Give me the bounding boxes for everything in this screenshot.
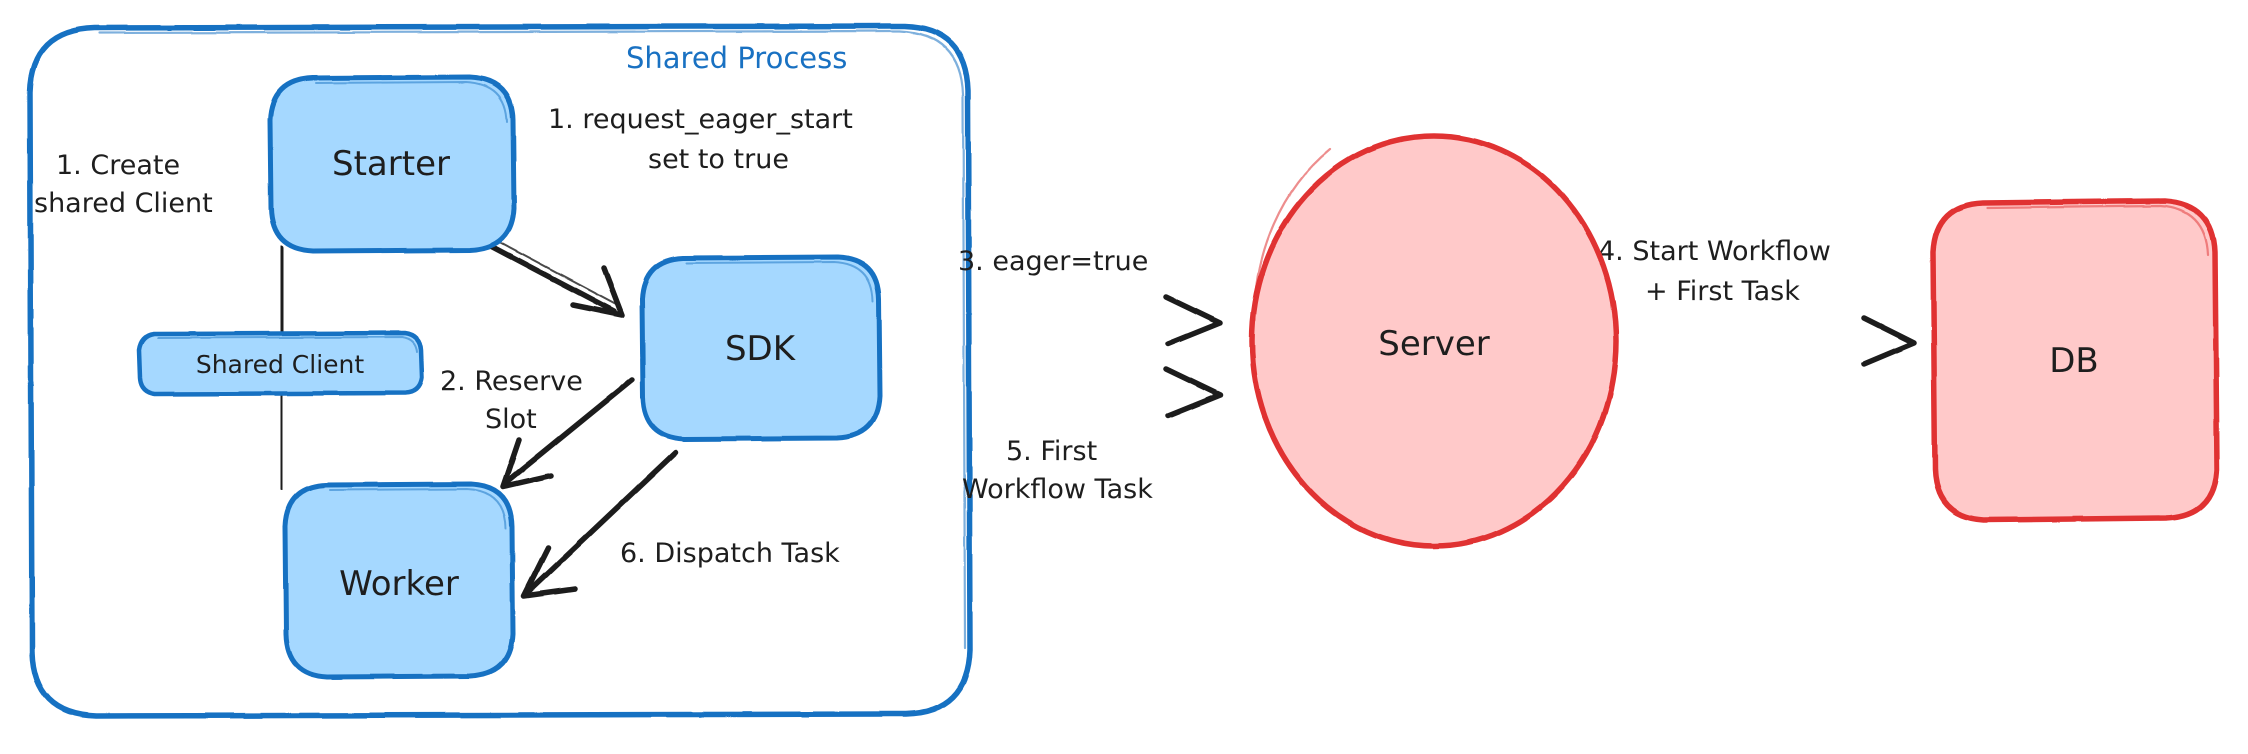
node-server[interactable]: Server bbox=[1249, 133, 1619, 549]
node-shape bbox=[1249, 133, 1619, 549]
node-label-db: DB bbox=[2049, 341, 2099, 381]
node-shared-client[interactable]: Shared Client bbox=[136, 330, 425, 397]
arrowhead-icon bbox=[1861, 315, 1917, 367]
node-worker[interactable]: Worker bbox=[282, 481, 516, 680]
node-shape bbox=[267, 74, 517, 254]
node-starter[interactable]: Starter bbox=[267, 74, 517, 254]
edge-label-create-line1: 1. Create bbox=[56, 150, 180, 181]
edge-dispatch-task: 6. Dispatch Task bbox=[521, 449, 840, 599]
group-label-shared-process: Shared Process bbox=[626, 41, 847, 75]
edge-label-eager-start-line2: set to true bbox=[648, 144, 789, 175]
node-shape bbox=[136, 330, 425, 397]
edge-create-shared-client: 1. Create shared Client bbox=[34, 150, 286, 341]
node-shape-sketch bbox=[315, 80, 508, 123]
edge-label-first-task-line1: 5. First bbox=[1006, 436, 1097, 467]
arrowhead-icon bbox=[570, 265, 625, 318]
edge-line bbox=[527, 449, 679, 593]
arrowhead-icon bbox=[500, 437, 554, 490]
edge-label-reserve-slot-line2: Slot bbox=[485, 404, 537, 435]
edge-label-dispatch-task: 6. Dispatch Task bbox=[620, 538, 840, 569]
edge-start-workflow: 4. Start Workflow + First Task bbox=[1598, 236, 1917, 367]
edge-label-eager-true: 3. eager=true bbox=[958, 246, 1148, 277]
group-shared-process: Shared Process bbox=[27, 23, 973, 719]
node-sdk[interactable]: SDK bbox=[639, 254, 883, 442]
edge-shared-client-worker bbox=[278, 389, 285, 491]
edge-label-eager-start-line1: 1. request_eager_start bbox=[548, 104, 853, 135]
arrowhead-icon bbox=[521, 545, 578, 599]
arrowhead-icon bbox=[1163, 366, 1223, 419]
node-shape bbox=[282, 481, 516, 680]
node-shape-sketch bbox=[1986, 204, 2210, 257]
edge-label-start-workflow-line1: 4. Start Workflow bbox=[1598, 236, 1831, 267]
node-shape-sketch bbox=[329, 487, 507, 529]
node-label-worker: Worker bbox=[339, 564, 459, 604]
node-label-shared-client: Shared Client bbox=[196, 350, 365, 379]
shared-process-border bbox=[27, 23, 973, 719]
edge-label-first-task-line2: Workflow Task bbox=[962, 474, 1153, 505]
node-shape bbox=[1930, 198, 2220, 523]
arrowhead-icon bbox=[1163, 294, 1223, 347]
edge-label-start-workflow-line2: + First Task bbox=[1645, 276, 1800, 307]
edge-line bbox=[505, 377, 635, 484]
edge-line bbox=[278, 389, 285, 491]
edge-line bbox=[278, 245, 286, 341]
node-label-starter: Starter bbox=[332, 144, 450, 184]
node-label-server: Server bbox=[1378, 324, 1490, 364]
node-shape bbox=[639, 254, 883, 442]
node-shape-sketch bbox=[157, 335, 418, 353]
node-shape-sketch bbox=[1253, 147, 1332, 322]
edge-label-create-line2: shared Client bbox=[34, 188, 213, 219]
node-shape-sketch bbox=[686, 260, 874, 302]
edge-first-workflow-task: 5. First Workflow Task bbox=[879, 366, 1223, 505]
edge-eager-true: 3. eager=true bbox=[879, 246, 1223, 347]
shared-process-border-sketch bbox=[98, 29, 967, 650]
node-label-sdk: SDK bbox=[725, 329, 797, 369]
edge-label-reserve-slot-line1: 2. Reserve bbox=[440, 366, 583, 397]
node-db[interactable]: DB bbox=[1930, 198, 2220, 523]
edge-reserve-slot: 2. Reserve Slot bbox=[440, 366, 635, 490]
